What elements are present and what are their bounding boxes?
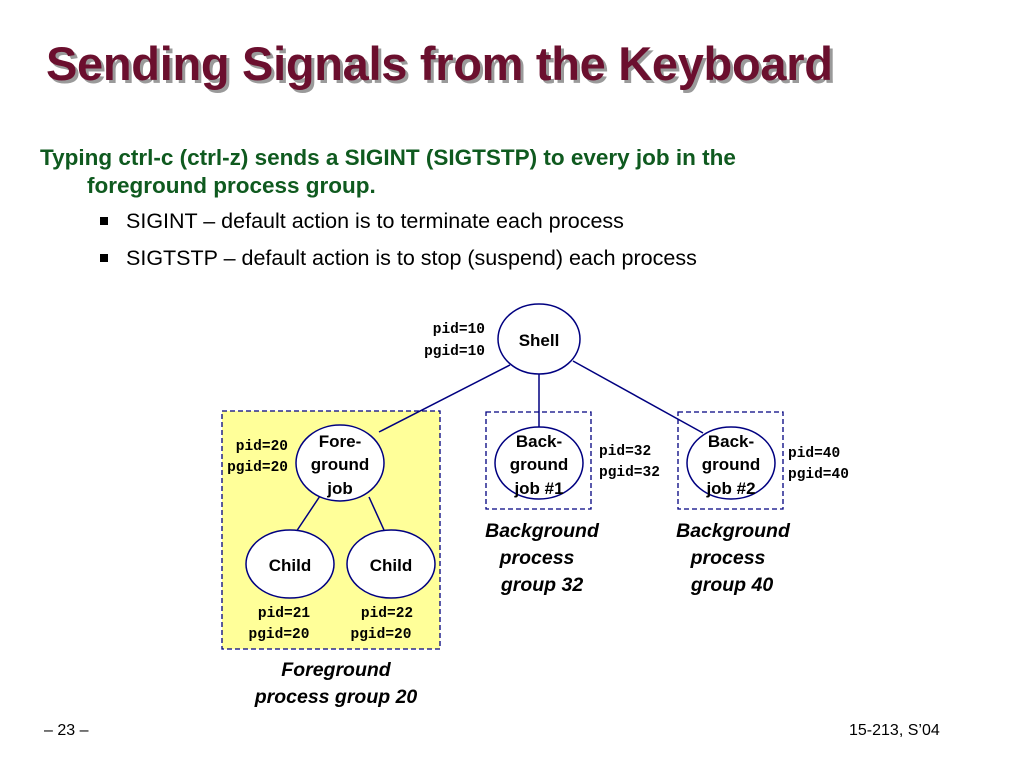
bg-job-2-pid: pid=40	[788, 446, 840, 462]
square-bullet-icon	[100, 217, 108, 225]
bg-group-32-caption-line: process	[499, 547, 575, 569]
child-2-label: Child	[370, 556, 413, 575]
edge-shell-bgjob2	[572, 360, 704, 434]
foreground-job-pgid: pgid=20	[227, 460, 288, 476]
bg-job-1-label-line: ground	[510, 455, 569, 474]
child-1-pgid: pgid=20	[249, 627, 310, 643]
bg-job-2-label-line: Back-	[708, 432, 754, 451]
child-node-2	[346, 529, 436, 599]
lead-paragraph: Typing ctrl-c (ctrl-z) sends a SIGINT (S…	[40, 144, 940, 200]
edge-foreground-child1	[295, 495, 321, 533]
child-1-pid: pid=21	[258, 606, 311, 622]
bg-group-40-caption-line: process	[690, 547, 766, 569]
child-2-pid: pid=22	[361, 606, 413, 622]
foreground-job-label-line: Fore-	[319, 432, 362, 451]
bg-group-32-caption-line: group 32	[500, 574, 583, 596]
shell-pgid: pgid=10	[424, 344, 485, 360]
bg-job-1-pgid: pgid=32	[599, 465, 660, 481]
foreground-job-label-line: ground	[311, 455, 370, 474]
foreground-group-caption-line: process group 20	[254, 686, 418, 708]
slide-title: Sending Signals from the Keyboard	[46, 37, 833, 90]
shell-node	[497, 303, 581, 375]
edge-shell-foreground	[378, 364, 511, 433]
course-label: 15-213, S’04	[849, 722, 940, 739]
square-bullet-icon	[100, 254, 108, 262]
bg-job-2-label-line: ground	[702, 455, 761, 474]
bullet-text: SIGTSTP – default action is to stop (sus…	[126, 246, 697, 270]
bullet-text: SIGINT – default action is to terminate …	[126, 209, 624, 233]
bg-job-2-pgid: pgid=40	[788, 467, 849, 483]
shell-pid: pid=10	[433, 322, 485, 338]
child-1-label: Child	[269, 556, 312, 575]
foreground-job-pid: pid=20	[236, 439, 288, 455]
background-job-1-node	[494, 426, 584, 500]
foreground-job-label-line: job	[326, 479, 353, 498]
bg-job-1-label-line: Back-	[516, 432, 562, 451]
bg-group-40-caption-line: Background	[676, 520, 791, 542]
edge-foreground-child2	[368, 496, 385, 531]
background-job-2-node	[686, 426, 776, 500]
bullet-list: SIGINT – default action is to terminate …	[99, 207, 697, 281]
bg-job-1-pid: pid=32	[599, 444, 651, 460]
bg-group-32-caption-line: Background	[485, 520, 600, 542]
bg-job-2-label-line: job #2	[705, 479, 755, 498]
bullet-item: SIGINT – default action is to terminate …	[99, 207, 697, 244]
page-number: – 23 –	[44, 722, 89, 739]
bg-job-1-label-line: job #1	[513, 479, 563, 498]
child-node-1	[245, 529, 335, 599]
lead-line-1: Typing ctrl-c (ctrl-z) sends a SIGINT (S…	[40, 145, 736, 170]
foreground-group-caption-line: Foreground	[281, 659, 391, 681]
lead-line-2: foreground process group.	[87, 173, 376, 198]
shell-label: Shell	[519, 331, 560, 350]
bg-group-40-caption-line: group 40	[690, 574, 773, 596]
background-group-40-box	[677, 411, 784, 510]
child-2-pgid: pgid=20	[351, 627, 412, 643]
bullet-item: SIGTSTP – default action is to stop (sus…	[99, 244, 697, 281]
foreground-job-node	[295, 424, 385, 502]
